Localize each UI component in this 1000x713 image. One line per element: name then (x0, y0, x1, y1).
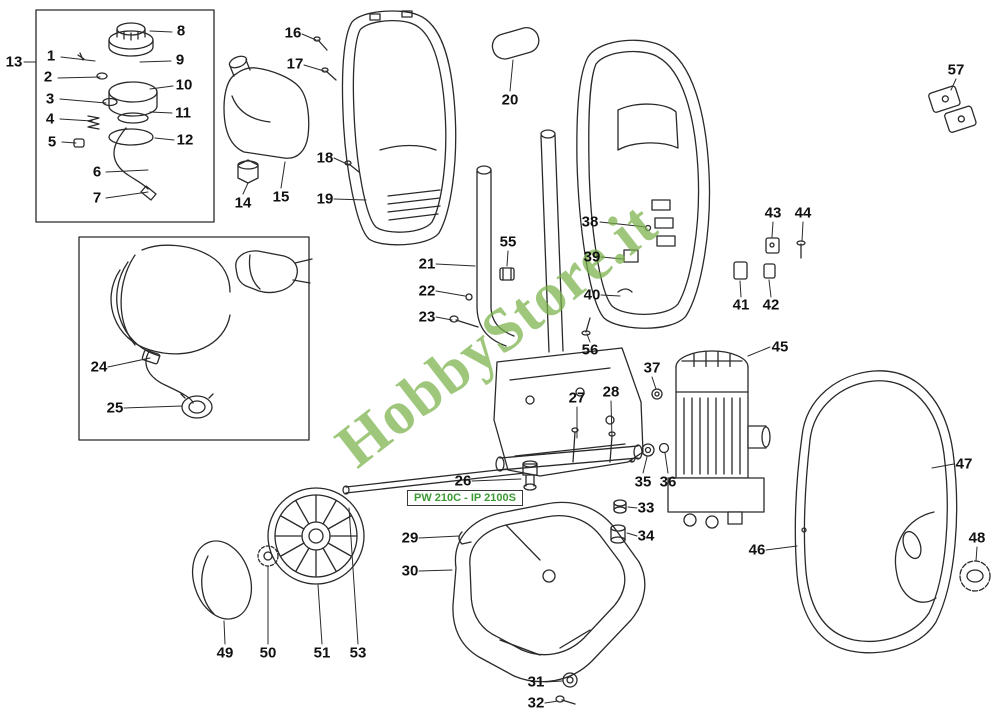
callout-37: 37 (643, 359, 661, 377)
callout-41: 41 (732, 296, 750, 314)
model-label: PW 210C - IP 2100S (407, 490, 523, 506)
callout-31: 31 (527, 673, 545, 691)
callout-20: 20 (501, 91, 519, 109)
callout-9: 9 (175, 51, 185, 69)
callout-56: 56 (581, 341, 599, 359)
callout-17: 17 (286, 55, 304, 73)
callout-28: 28 (602, 383, 620, 401)
callout-43: 43 (764, 204, 782, 222)
callout-49: 49 (216, 644, 234, 662)
callout-24: 24 (90, 358, 108, 376)
handle-frame-drawing (476, 129, 644, 477)
fasteners-drawing (313, 36, 670, 705)
callout-22: 22 (418, 282, 436, 300)
callout-38: 38 (581, 213, 599, 231)
callout-53: 53 (349, 644, 367, 662)
rear-frame-drawing (576, 39, 711, 329)
valve-drawing (522, 460, 538, 491)
callout-45: 45 (771, 338, 789, 356)
callout-16: 16 (284, 24, 302, 42)
disc-drawing (191, 540, 253, 620)
callout-44: 44 (794, 204, 812, 222)
callout-47: 47 (955, 455, 973, 473)
callout-15: 15 (272, 188, 290, 206)
callout-2: 2 (43, 68, 53, 86)
side-cover-drawing (794, 370, 958, 654)
base-tray-drawing (452, 501, 646, 683)
callout-11: 11 (175, 104, 191, 122)
callout-48: 48 (968, 529, 986, 547)
callout-3: 3 (45, 90, 55, 108)
callout-26: 26 (454, 472, 472, 490)
callout-18: 18 (316, 149, 334, 167)
callout-27: 27 (568, 389, 586, 407)
callout-46: 46 (748, 541, 766, 559)
callout-35: 35 (634, 473, 652, 491)
callout-30: 30 (401, 562, 419, 580)
callout-39: 39 (583, 248, 601, 266)
callout-51: 51 (313, 644, 331, 662)
callout-8: 8 (176, 22, 186, 40)
knob-drawing (959, 560, 991, 592)
callout-25: 25 (106, 399, 124, 417)
inset-box-power-cord (78, 236, 310, 441)
capsule-part-drawing (491, 27, 540, 60)
power-cord-drawing (110, 244, 313, 419)
callout-32: 32 (527, 694, 545, 712)
callout-55: 55 (499, 233, 517, 251)
callout-4: 4 (45, 110, 55, 128)
callout-42: 42 (762, 296, 780, 314)
callout-13: 13 (5, 53, 23, 71)
callout-34: 34 (637, 527, 655, 545)
motor-pump-drawing (667, 350, 771, 529)
callout-40: 40 (583, 286, 601, 304)
callout-33: 33 (637, 499, 655, 517)
callout-19: 19 (316, 190, 334, 208)
callout-6: 6 (92, 163, 102, 181)
detergent-tank-drawing (223, 55, 310, 184)
bracket-57-drawing (928, 85, 977, 133)
lock-washer-drawing (257, 545, 279, 567)
rear-panel-drawing (341, 10, 457, 246)
callout-1: 1 (46, 47, 56, 65)
callout-29: 29 (401, 529, 419, 547)
callout-14: 14 (234, 194, 252, 212)
callout-23: 23 (418, 308, 436, 326)
callout-21: 21 (418, 255, 436, 273)
callout-12: 12 (176, 131, 194, 149)
leader-lines (23, 30, 978, 704)
inset-box-cap-assembly (35, 9, 215, 223)
callout-10: 10 (175, 76, 193, 94)
wheel-drawing (267, 487, 365, 585)
callout-7: 7 (92, 189, 102, 207)
clip-parts-drawing (733, 237, 806, 280)
cap-assembly-drawing (73, 22, 158, 201)
callout-57: 57 (947, 61, 965, 79)
callout-5: 5 (47, 133, 57, 151)
callout-36: 36 (659, 473, 677, 491)
callout-50: 50 (259, 644, 277, 662)
